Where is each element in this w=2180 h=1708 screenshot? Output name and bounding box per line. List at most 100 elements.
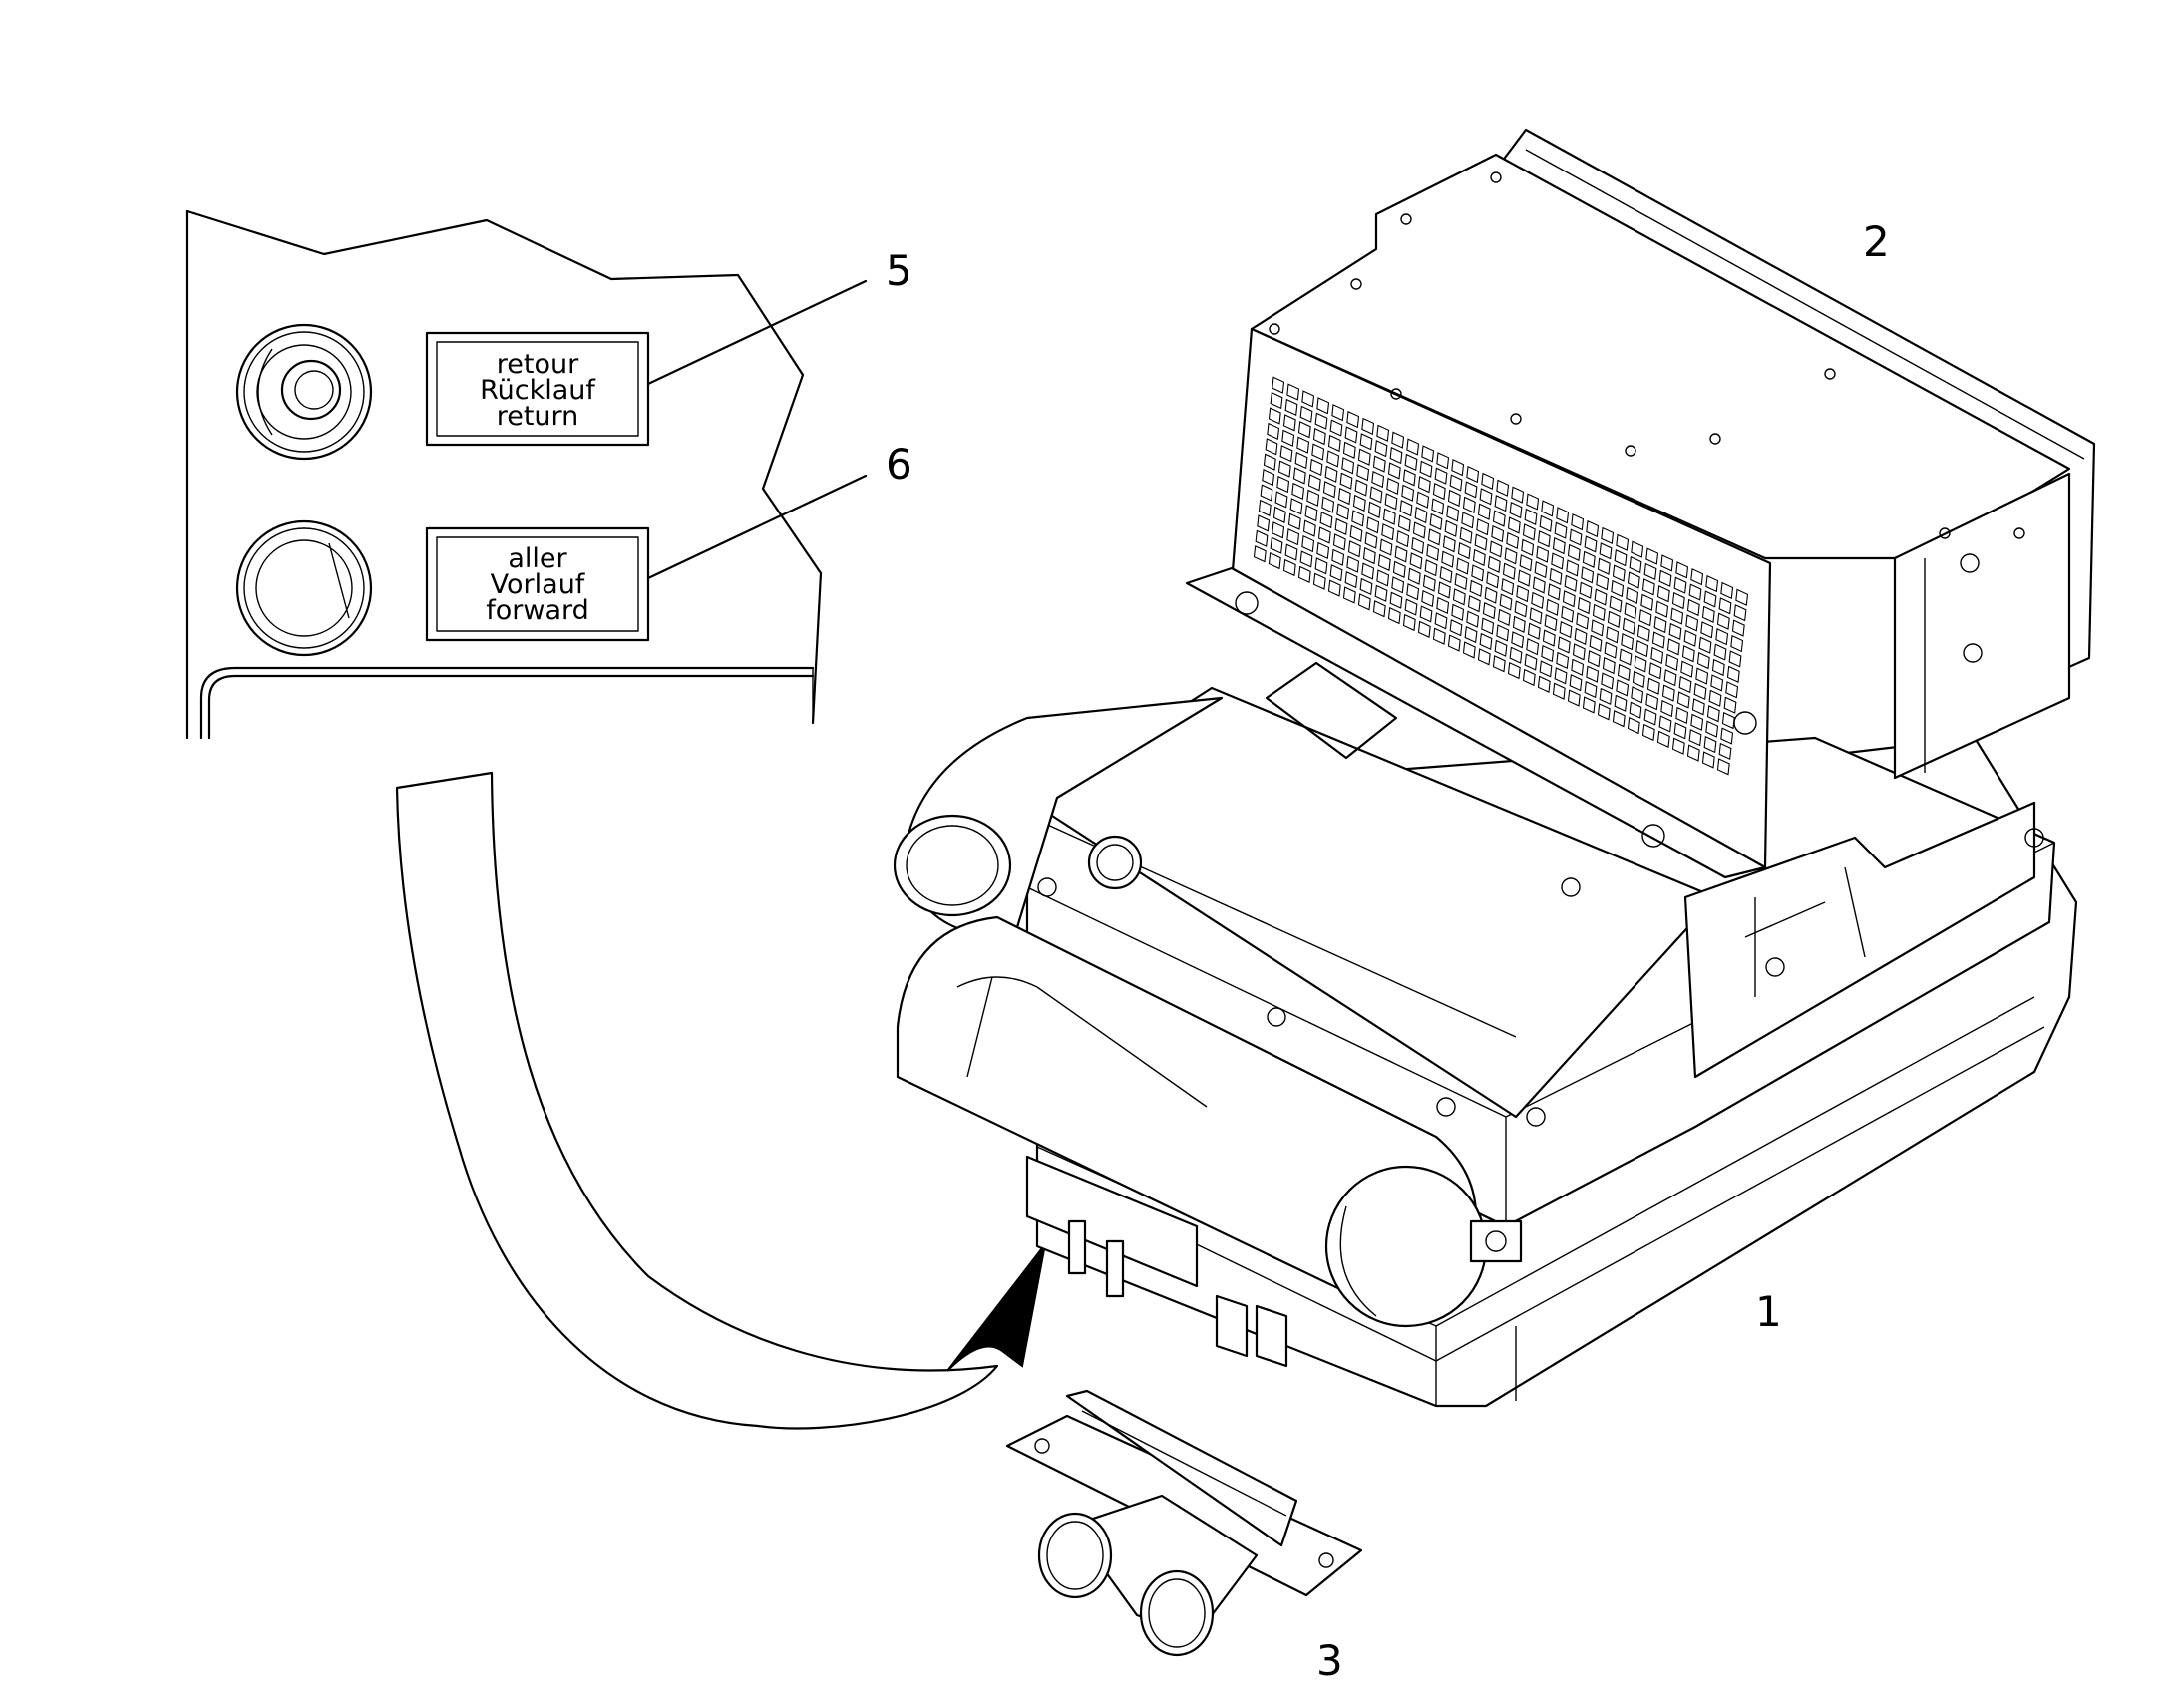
grille-hole	[1601, 526, 1615, 545]
grille-hole	[1387, 462, 1401, 480]
grille-hole	[1304, 505, 1318, 522]
grille-hole	[1441, 550, 1455, 568]
grille-hole	[1537, 675, 1551, 693]
grille-hole	[1426, 543, 1440, 561]
grille-hole	[1591, 619, 1605, 637]
grille-hole	[1584, 680, 1598, 699]
grille-hole	[1419, 605, 1433, 623]
grille-hole	[1265, 438, 1278, 456]
grille-hole	[1586, 665, 1600, 683]
grille-hole	[1484, 586, 1498, 604]
grille-hole	[1584, 535, 1598, 553]
grille-hole	[1444, 519, 1458, 537]
grille-hole	[1414, 506, 1428, 524]
grille-hole	[1511, 486, 1525, 504]
grille-hole	[1357, 593, 1371, 611]
grille-hole	[1391, 431, 1405, 449]
grille-hole	[1703, 590, 1717, 608]
grille-hole	[1539, 514, 1553, 532]
grille-hole	[1384, 493, 1398, 511]
grille-hole	[1656, 730, 1670, 748]
grille-hole	[1643, 562, 1657, 581]
grille-hole	[1402, 469, 1416, 487]
grille-hole	[1434, 612, 1448, 630]
grille-hole	[1327, 579, 1341, 597]
grille-hole	[1364, 531, 1378, 549]
grille-hole	[1507, 516, 1521, 534]
grille-hole	[1638, 609, 1652, 627]
grille-hole	[1718, 597, 1732, 615]
grille-hole	[1382, 508, 1396, 525]
grille-hole	[1299, 405, 1313, 423]
grille-hole	[1359, 433, 1373, 451]
grille-hole	[1597, 703, 1611, 721]
forward-label-fr: aller	[508, 543, 567, 574]
grille-hole	[1402, 613, 1416, 632]
grille-hole	[1449, 474, 1463, 492]
grille-hole	[1374, 584, 1388, 602]
grille-hole	[1381, 523, 1395, 541]
grille-hole	[1698, 636, 1712, 654]
grille-hole	[1671, 591, 1685, 610]
grille-hole	[1627, 716, 1640, 735]
grille-hole	[1660, 699, 1674, 718]
grille-hole	[1655, 600, 1669, 618]
heater-unit-body	[893, 661, 2078, 1408]
grille-hole	[1331, 548, 1345, 566]
grille-hole	[1641, 578, 1655, 596]
grille-hole	[1592, 603, 1606, 622]
grille-hole	[1567, 689, 1581, 707]
grille-hole	[1509, 501, 1523, 519]
grille-hole	[1499, 593, 1513, 611]
grille-hole	[1331, 404, 1345, 422]
grille-hole	[1439, 565, 1453, 584]
callout-5: 5	[886, 246, 912, 295]
grille-hole	[1342, 441, 1356, 459]
grille-hole	[1629, 555, 1642, 574]
grille-hole	[1576, 612, 1590, 630]
grille-hole	[1544, 614, 1558, 632]
grille-hole	[1556, 507, 1570, 524]
grille-hole	[1274, 491, 1288, 509]
grille-hole	[1421, 445, 1435, 463]
grille-hole	[1424, 559, 1438, 577]
return-label-plate: retour Rücklauf return	[425, 331, 650, 447]
forward-port-fitting	[235, 519, 373, 657]
grille-hole	[1432, 627, 1446, 645]
grille-hole	[1437, 581, 1451, 599]
grille-hole	[1477, 503, 1491, 520]
grille-hole	[1539, 660, 1553, 678]
grille-hole	[1656, 585, 1670, 603]
grille-hole	[1267, 422, 1280, 441]
grille-hole	[1701, 605, 1715, 623]
grille-hole	[1487, 555, 1501, 573]
grille-hole	[1541, 500, 1555, 517]
grille-hole	[1416, 491, 1430, 509]
grille-hole	[1716, 758, 1730, 776]
grille-hole	[1263, 453, 1276, 471]
grille-hole	[1272, 521, 1285, 539]
grille-hole	[1454, 572, 1468, 591]
grille-hole	[1346, 555, 1360, 573]
grille-hole	[1262, 469, 1275, 487]
grille-hole	[1581, 566, 1595, 584]
grille-hole	[1399, 500, 1413, 517]
grille-hole	[1362, 546, 1376, 565]
grille-hole	[1640, 593, 1654, 611]
grille-hole	[1434, 467, 1448, 485]
grille-hole	[1496, 624, 1510, 642]
grille-hole	[1602, 656, 1616, 675]
grille-hole	[1319, 511, 1333, 529]
grille-hole	[1491, 524, 1505, 543]
grille-hole	[1695, 667, 1709, 685]
grille-holes	[1253, 376, 1749, 776]
grille-hole	[1372, 455, 1386, 473]
grille-hole	[1606, 626, 1620, 644]
grille-hole	[1276, 475, 1290, 494]
grille-hole	[1720, 581, 1734, 600]
grille-hole	[1462, 496, 1476, 513]
grille-hole	[1367, 501, 1381, 518]
grille-hole	[1268, 407, 1281, 425]
grille-hole	[1272, 376, 1285, 394]
